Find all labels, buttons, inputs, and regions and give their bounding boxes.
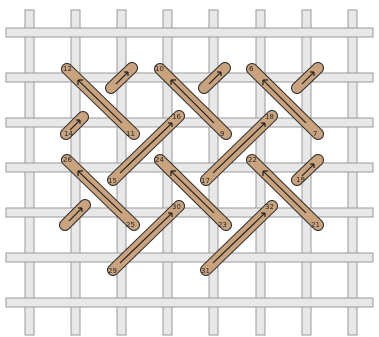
label-31: 31: [201, 267, 210, 275]
label-16: 16: [172, 113, 181, 121]
horizontal-thread: [6, 298, 373, 307]
label-24: 24: [155, 156, 164, 164]
horizontal-thread: [6, 253, 373, 262]
label-15: 15: [108, 177, 117, 185]
label-6: 6: [249, 65, 254, 73]
label-22: 22: [248, 156, 257, 164]
label-18: 18: [265, 113, 274, 121]
horizontal-thread: [6, 28, 373, 37]
horizontal-thread: [6, 208, 373, 217]
label-10: 10: [155, 65, 164, 73]
label-29: 29: [108, 267, 117, 275]
label-32: 32: [265, 203, 274, 211]
label-7: 7: [313, 130, 317, 138]
label-26: 26: [63, 156, 72, 164]
label-14: 14: [64, 130, 73, 138]
label-19: 19: [296, 176, 305, 184]
label-12: 12: [63, 65, 72, 73]
label-30: 30: [172, 203, 181, 211]
label-17: 17: [201, 177, 210, 185]
label-11: 11: [126, 130, 135, 138]
label-25: 25: [126, 221, 135, 229]
label-21: 21: [311, 221, 320, 229]
label-23: 23: [218, 221, 227, 229]
label-9: 9: [220, 130, 224, 138]
